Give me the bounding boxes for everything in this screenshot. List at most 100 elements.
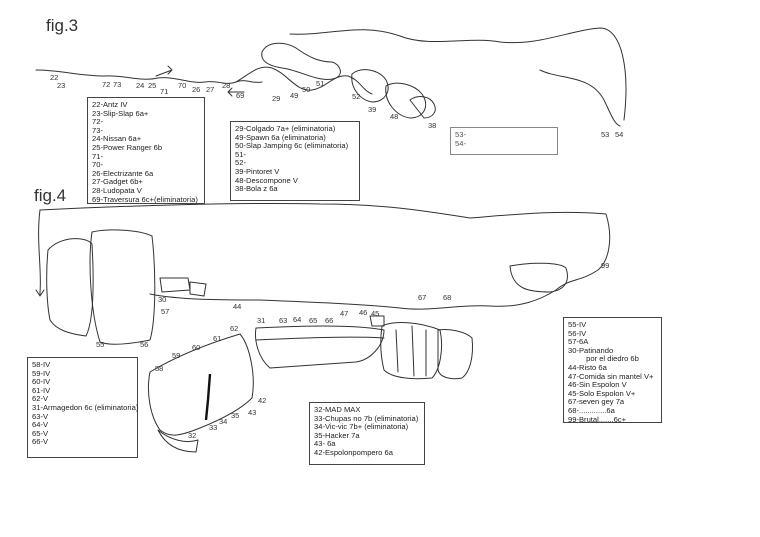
fig4-small-block <box>159 277 191 293</box>
route-entry: 63-V <box>32 411 49 421</box>
route-number: 49 <box>290 91 299 100</box>
fig4-arrow-left <box>35 289 45 297</box>
fig4-slab-joint <box>255 336 385 341</box>
route-number: 42 <box>258 396 267 405</box>
fig4-legend-right: 55-IV 56-IV 57-6A 30-Patinando por el di… <box>563 317 662 423</box>
route-entry: 48-Descompone V <box>235 175 298 185</box>
route-number: 66 <box>325 316 334 325</box>
route-entry: 65-V <box>32 428 49 438</box>
fig4-cliff-top <box>39 202 611 291</box>
route-number: 32 <box>188 431 197 440</box>
route-number: 61 <box>213 334 222 343</box>
fig4-block <box>380 322 443 380</box>
route-entry: 27-Gadget 6b+ <box>92 177 143 187</box>
fig3-legend-right: 53- 54- <box>450 127 558 155</box>
route-entry: 52- <box>235 158 246 168</box>
route-entry: 30-Patinando <box>568 345 614 355</box>
route-number: 59 <box>172 351 181 360</box>
route-number: 53 <box>601 130 610 139</box>
route-number: 67 <box>418 293 427 302</box>
route-number: 34 <box>219 417 228 426</box>
route-entry: 34-Vic-vic 7b+ (eliminatoria) <box>314 422 409 432</box>
route-entry: 22-Antz IV <box>92 100 128 109</box>
route-number: 45 <box>371 309 380 318</box>
route-number: 23 <box>57 81 66 90</box>
route-number: 25 <box>148 81 157 90</box>
fig3-boulder <box>409 96 436 119</box>
route-number: 56 <box>140 340 149 349</box>
fig4-small-block <box>369 315 385 327</box>
route-number: 72 <box>102 80 111 89</box>
route-entry: 31-Armagedon 6c (eliminatoria) <box>32 402 139 412</box>
route-entry: 58-IV <box>32 360 51 369</box>
route-number: 29 <box>272 94 281 103</box>
route-number: 57 <box>161 307 170 316</box>
route-number: 51 <box>316 79 325 88</box>
route-number: 39 <box>368 105 377 114</box>
route-entry: 54- <box>455 138 466 148</box>
route-number: 60 <box>192 343 201 352</box>
route-entry: 57-6A <box>568 337 589 347</box>
route-number: 30 <box>158 295 167 304</box>
fig4-block <box>509 262 568 293</box>
fig3-legend-left: 22-Antz IV 23-Slip-Slap 6a+ 72- 73- 24-N… <box>87 97 205 204</box>
route-entry: 68-.............6a <box>568 405 615 415</box>
fig4-title: fig.4 <box>34 186 67 205</box>
route-number: 69 <box>236 91 245 100</box>
route-entry: 46-Sin Espolon V <box>568 380 627 390</box>
route-number: 44 <box>233 302 242 311</box>
route-number: 38 <box>428 121 437 130</box>
fig3-boulder <box>261 42 341 80</box>
route-entry: 25-Power Ranger 6b <box>92 142 163 152</box>
fig3-boulder <box>385 82 426 119</box>
fig4-pillar <box>147 333 254 436</box>
route-number: 99 <box>601 261 610 270</box>
route-entry: 73- <box>92 125 103 135</box>
fig3-boulder-line <box>235 66 373 95</box>
route-entry: 45-Solo Espolon V+ <box>568 388 636 398</box>
route-entry: 66-V <box>32 437 49 447</box>
fig4-block <box>46 238 94 337</box>
route-number: 71 <box>160 87 169 96</box>
route-entry: 64-V <box>32 420 49 430</box>
route-number: 73 <box>113 80 122 89</box>
fig3-legend-middle: 29-Colgado 7a+ (eliminatoria) 49-Spawn 6… <box>230 121 360 201</box>
route-entry: 39-Pintoret V <box>235 166 280 176</box>
route-number: 24 <box>136 81 145 90</box>
route-number: 68 <box>443 293 452 302</box>
fig3-arrow <box>155 65 173 77</box>
route-entry: 70- <box>92 160 103 170</box>
route-entry: 99-Brutal.......6c+ <box>568 414 627 424</box>
route-entry: por el diedro 6b <box>586 354 639 364</box>
fig3-arrow <box>227 87 245 97</box>
route-number: 48 <box>390 112 399 121</box>
route-entry: 49-Spawn 6a (eliminatoria) <box>235 132 326 142</box>
fig3-boulder <box>351 69 389 103</box>
fig4-block <box>89 229 156 345</box>
route-entry: 29-Colgado 7a+ (eliminatoria) <box>235 124 336 133</box>
route-number: 43 <box>248 408 257 417</box>
route-number: 54 <box>615 130 624 139</box>
route-entry: 53- <box>455 130 466 139</box>
route-entry: 59-IV <box>32 368 51 378</box>
route-number: 70 <box>178 81 187 90</box>
fig4-cliff-left <box>38 209 41 293</box>
fig4-block <box>437 329 473 380</box>
fig4-pillar-lower <box>157 429 199 453</box>
fig4-block-joint <box>395 329 399 373</box>
route-entry: 33-Chupas no 7b (eliminatoria) <box>314 413 419 423</box>
fig4-small-block <box>189 281 207 297</box>
route-entry: 43- 6a <box>314 439 336 449</box>
route-number: 65 <box>309 316 318 325</box>
route-number: 46 <box>359 308 368 317</box>
route-entry: 35-Hacker 7a <box>314 430 360 440</box>
route-entry: 38-Bola z 6a <box>235 184 278 194</box>
route-entry: 51- <box>235 149 246 159</box>
route-entry: 50-Slap Jamping 6c (eliminatoria) <box>235 141 349 151</box>
route-number: 27 <box>206 85 215 94</box>
route-entry: 60-IV <box>32 377 51 387</box>
fig3-cliff-right <box>539 69 621 127</box>
route-number: 62 <box>230 324 239 333</box>
route-number: 26 <box>192 85 201 94</box>
